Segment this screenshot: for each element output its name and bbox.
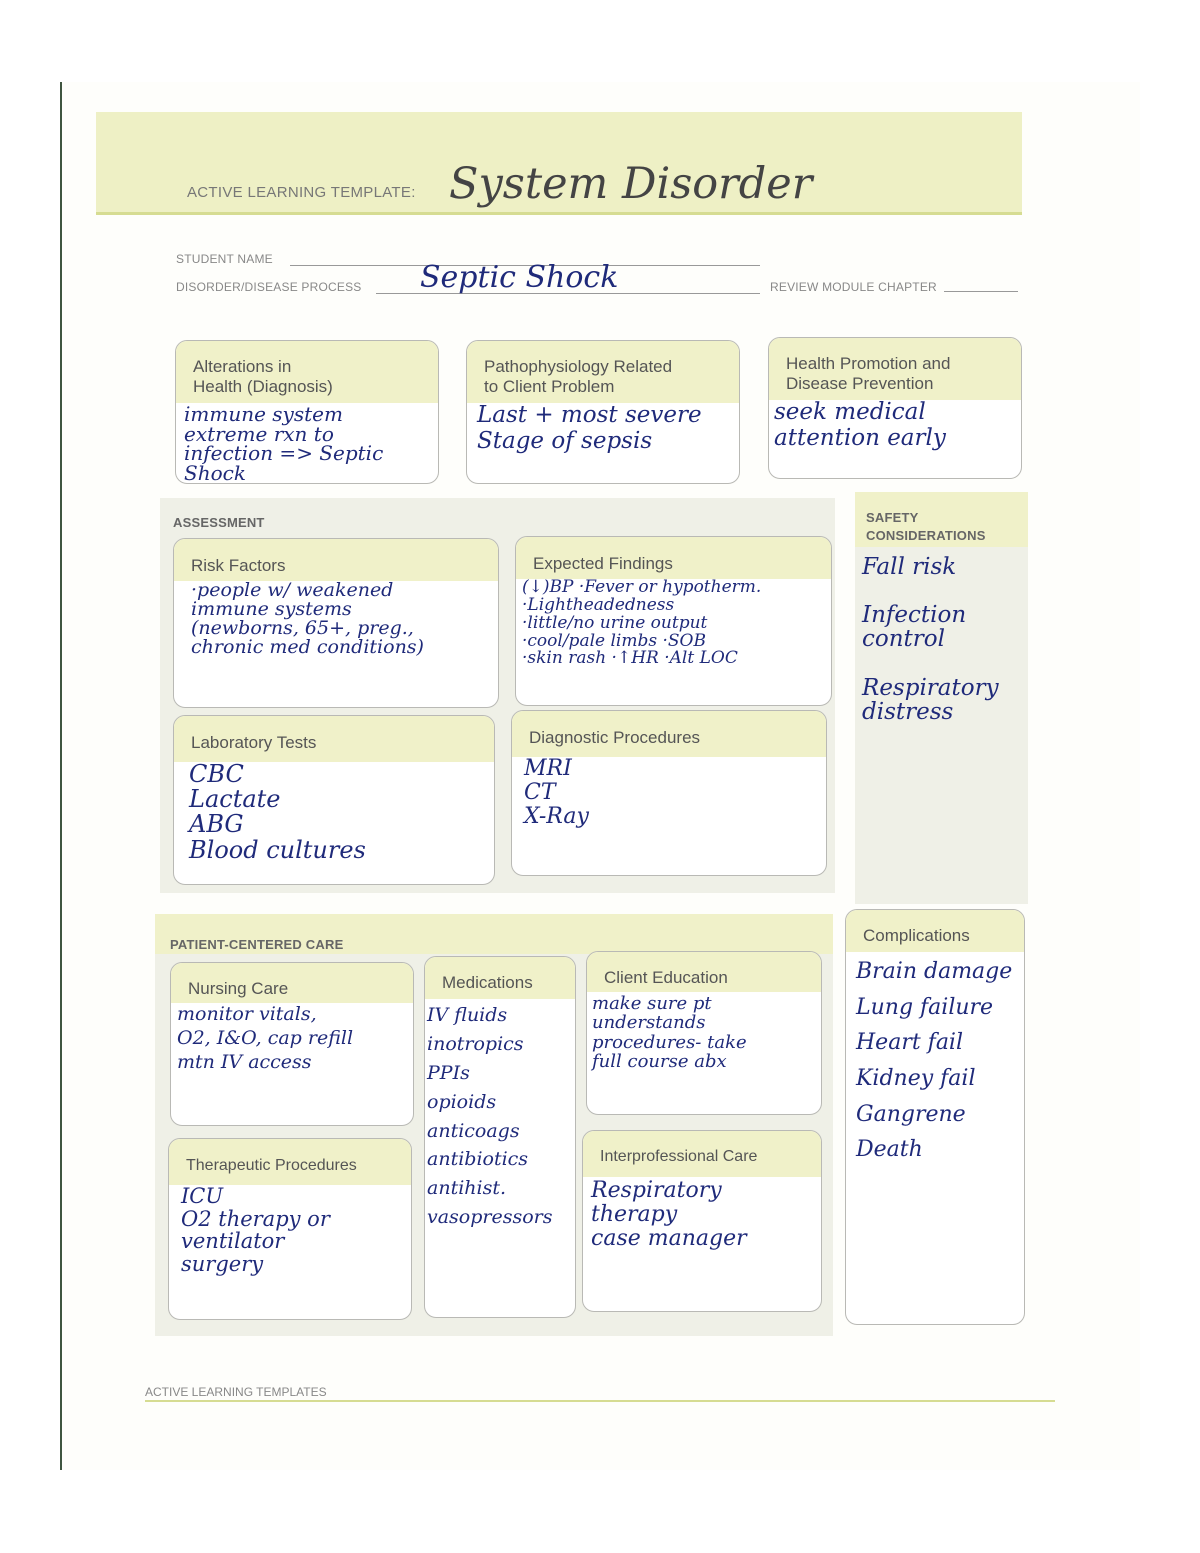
complications-title: Complications xyxy=(863,926,970,945)
disorder-label: DISORDER/DISEASE PROCESS xyxy=(176,280,362,294)
client-education-box: Client Education make sure pt understand… xyxy=(586,951,822,1115)
expected-findings-box: Expected Findings (↓)BP ·Fever or hypoth… xyxy=(515,536,832,706)
health-promotion-header xyxy=(769,338,1021,400)
expected-findings-text[interactable]: (↓)BP ·Fever or hypotherm. ·Lightheadedn… xyxy=(522,577,762,669)
medications-header xyxy=(425,957,575,999)
safety-text[interactable]: Fall risk Infection control Respiratory … xyxy=(862,554,999,725)
therapeutic-procedures-box: Therapeutic Procedures ICU O2 therapy or… xyxy=(168,1138,412,1320)
student-name-line xyxy=(290,265,760,266)
risk-factors-title: Risk Factors xyxy=(191,556,286,575)
risk-factors-box: Risk Factors ·people w/ weakened immune … xyxy=(173,538,499,708)
header-banner xyxy=(96,112,1022,214)
nursing-care-title: Nursing Care xyxy=(188,979,289,998)
client-education-title: Client Education xyxy=(604,968,728,987)
pathophysiology-box: Pathophysiology Related to Client Proble… xyxy=(466,340,740,484)
safety-header xyxy=(855,492,1028,547)
therapeutic-procedures-title: Therapeutic Procedures xyxy=(186,1157,357,1174)
health-promotion-title: Health Promotion and Disease Prevention xyxy=(786,354,951,393)
therapeutic-procedures-text[interactable]: ICU O2 therapy or ventilator surgery xyxy=(181,1184,330,1277)
nursing-care-box: Nursing Care monitor vitals, O2, I&O, ca… xyxy=(170,962,414,1126)
header-divider xyxy=(96,212,1022,215)
interprofessional-care-box: Interprofessional Care Respiratory thera… xyxy=(582,1130,822,1312)
health-promotion-box: Health Promotion and Disease Prevention … xyxy=(768,337,1022,479)
alterations-title: Alterations in Health (Diagnosis) xyxy=(193,357,333,396)
risk-factors-text[interactable]: ·people w/ weakened immune systems (newb… xyxy=(191,579,424,658)
disorder-value[interactable]: Septic Shock xyxy=(420,260,619,295)
medications-title: Medications xyxy=(442,973,533,992)
client-education-text[interactable]: make sure pt understands procedures- tak… xyxy=(592,993,747,1073)
alterations-text[interactable]: immune system extreme rxn to infection =… xyxy=(184,402,384,484)
photo-background xyxy=(0,0,1200,82)
complications-header xyxy=(846,910,1024,952)
assessment-label: ASSESSMENT xyxy=(173,515,265,530)
complications-text[interactable]: Brain damage Lung failure Heart fail Kid… xyxy=(856,959,1013,1163)
pathophysiology-title: Pathophysiology Related to Client Proble… xyxy=(484,357,673,396)
footer-label: ACTIVE LEARNING TEMPLATES xyxy=(145,1385,327,1399)
patient-centered-care-label: PATIENT-CENTERED CARE xyxy=(170,937,344,952)
safety-label: SAFETY CONSIDERATIONS xyxy=(866,510,986,543)
interprofessional-care-text[interactable]: Respiratory therapy case manager xyxy=(591,1178,747,1251)
risk-factors-header xyxy=(174,539,498,581)
laboratory-tests-box: Laboratory Tests CBC Lactate ABG Blood c… xyxy=(173,715,495,885)
therapeutic-procedures-header xyxy=(169,1139,411,1185)
footer-divider xyxy=(145,1400,1055,1402)
expected-findings-header xyxy=(516,537,831,579)
laboratory-tests-title: Laboratory Tests xyxy=(191,733,317,752)
student-name-label: STUDENT NAME xyxy=(176,252,273,266)
alterations-header xyxy=(176,341,438,403)
medications-box: Medications IV fluids inotropics PPIs op… xyxy=(424,956,576,1318)
diagnostic-procedures-header xyxy=(512,711,826,757)
pathophysiology-text[interactable]: Last + most severe Stage of sepsis xyxy=(477,402,702,454)
review-module-line xyxy=(944,291,1018,292)
nursing-care-text[interactable]: monitor vitals, O2, I&O, cap refill mtn … xyxy=(177,1003,354,1073)
laboratory-tests-header xyxy=(174,716,494,762)
template-label: ACTIVE LEARNING TEMPLATE: xyxy=(187,184,416,201)
health-promotion-text[interactable]: seek medical attention early xyxy=(774,399,946,451)
safety-panel xyxy=(855,492,1028,904)
diagnostic-procedures-text[interactable]: MRI CT X-Ray xyxy=(524,756,589,830)
pathophysiology-header xyxy=(467,341,739,403)
expected-findings-title: Expected Findings xyxy=(533,554,673,573)
interprofessional-care-title: Interprofessional Care xyxy=(600,1148,758,1165)
nursing-care-header xyxy=(171,963,413,1003)
interprofessional-care-header xyxy=(583,1131,821,1177)
alterations-box: Alterations in Health (Diagnosis) immune… xyxy=(175,340,439,484)
diagnostic-procedures-title: Diagnostic Procedures xyxy=(529,728,701,747)
patient-centered-care-header xyxy=(155,914,833,954)
client-education-header xyxy=(587,952,821,992)
medications-text[interactable]: IV fluids inotropics PPIs opioids antico… xyxy=(427,1004,553,1229)
laboratory-tests-text[interactable]: CBC Lactate ABG Blood cultures xyxy=(189,760,366,864)
review-module-label: REVIEW MODULE CHAPTER xyxy=(770,280,937,294)
diagnostic-procedures-box: Diagnostic Procedures MRI CT X-Ray xyxy=(511,710,827,876)
template-title: System Disorder xyxy=(449,159,813,209)
disorder-line xyxy=(376,293,760,294)
complications-box: Complications Brain damage Lung failure … xyxy=(845,909,1025,1325)
